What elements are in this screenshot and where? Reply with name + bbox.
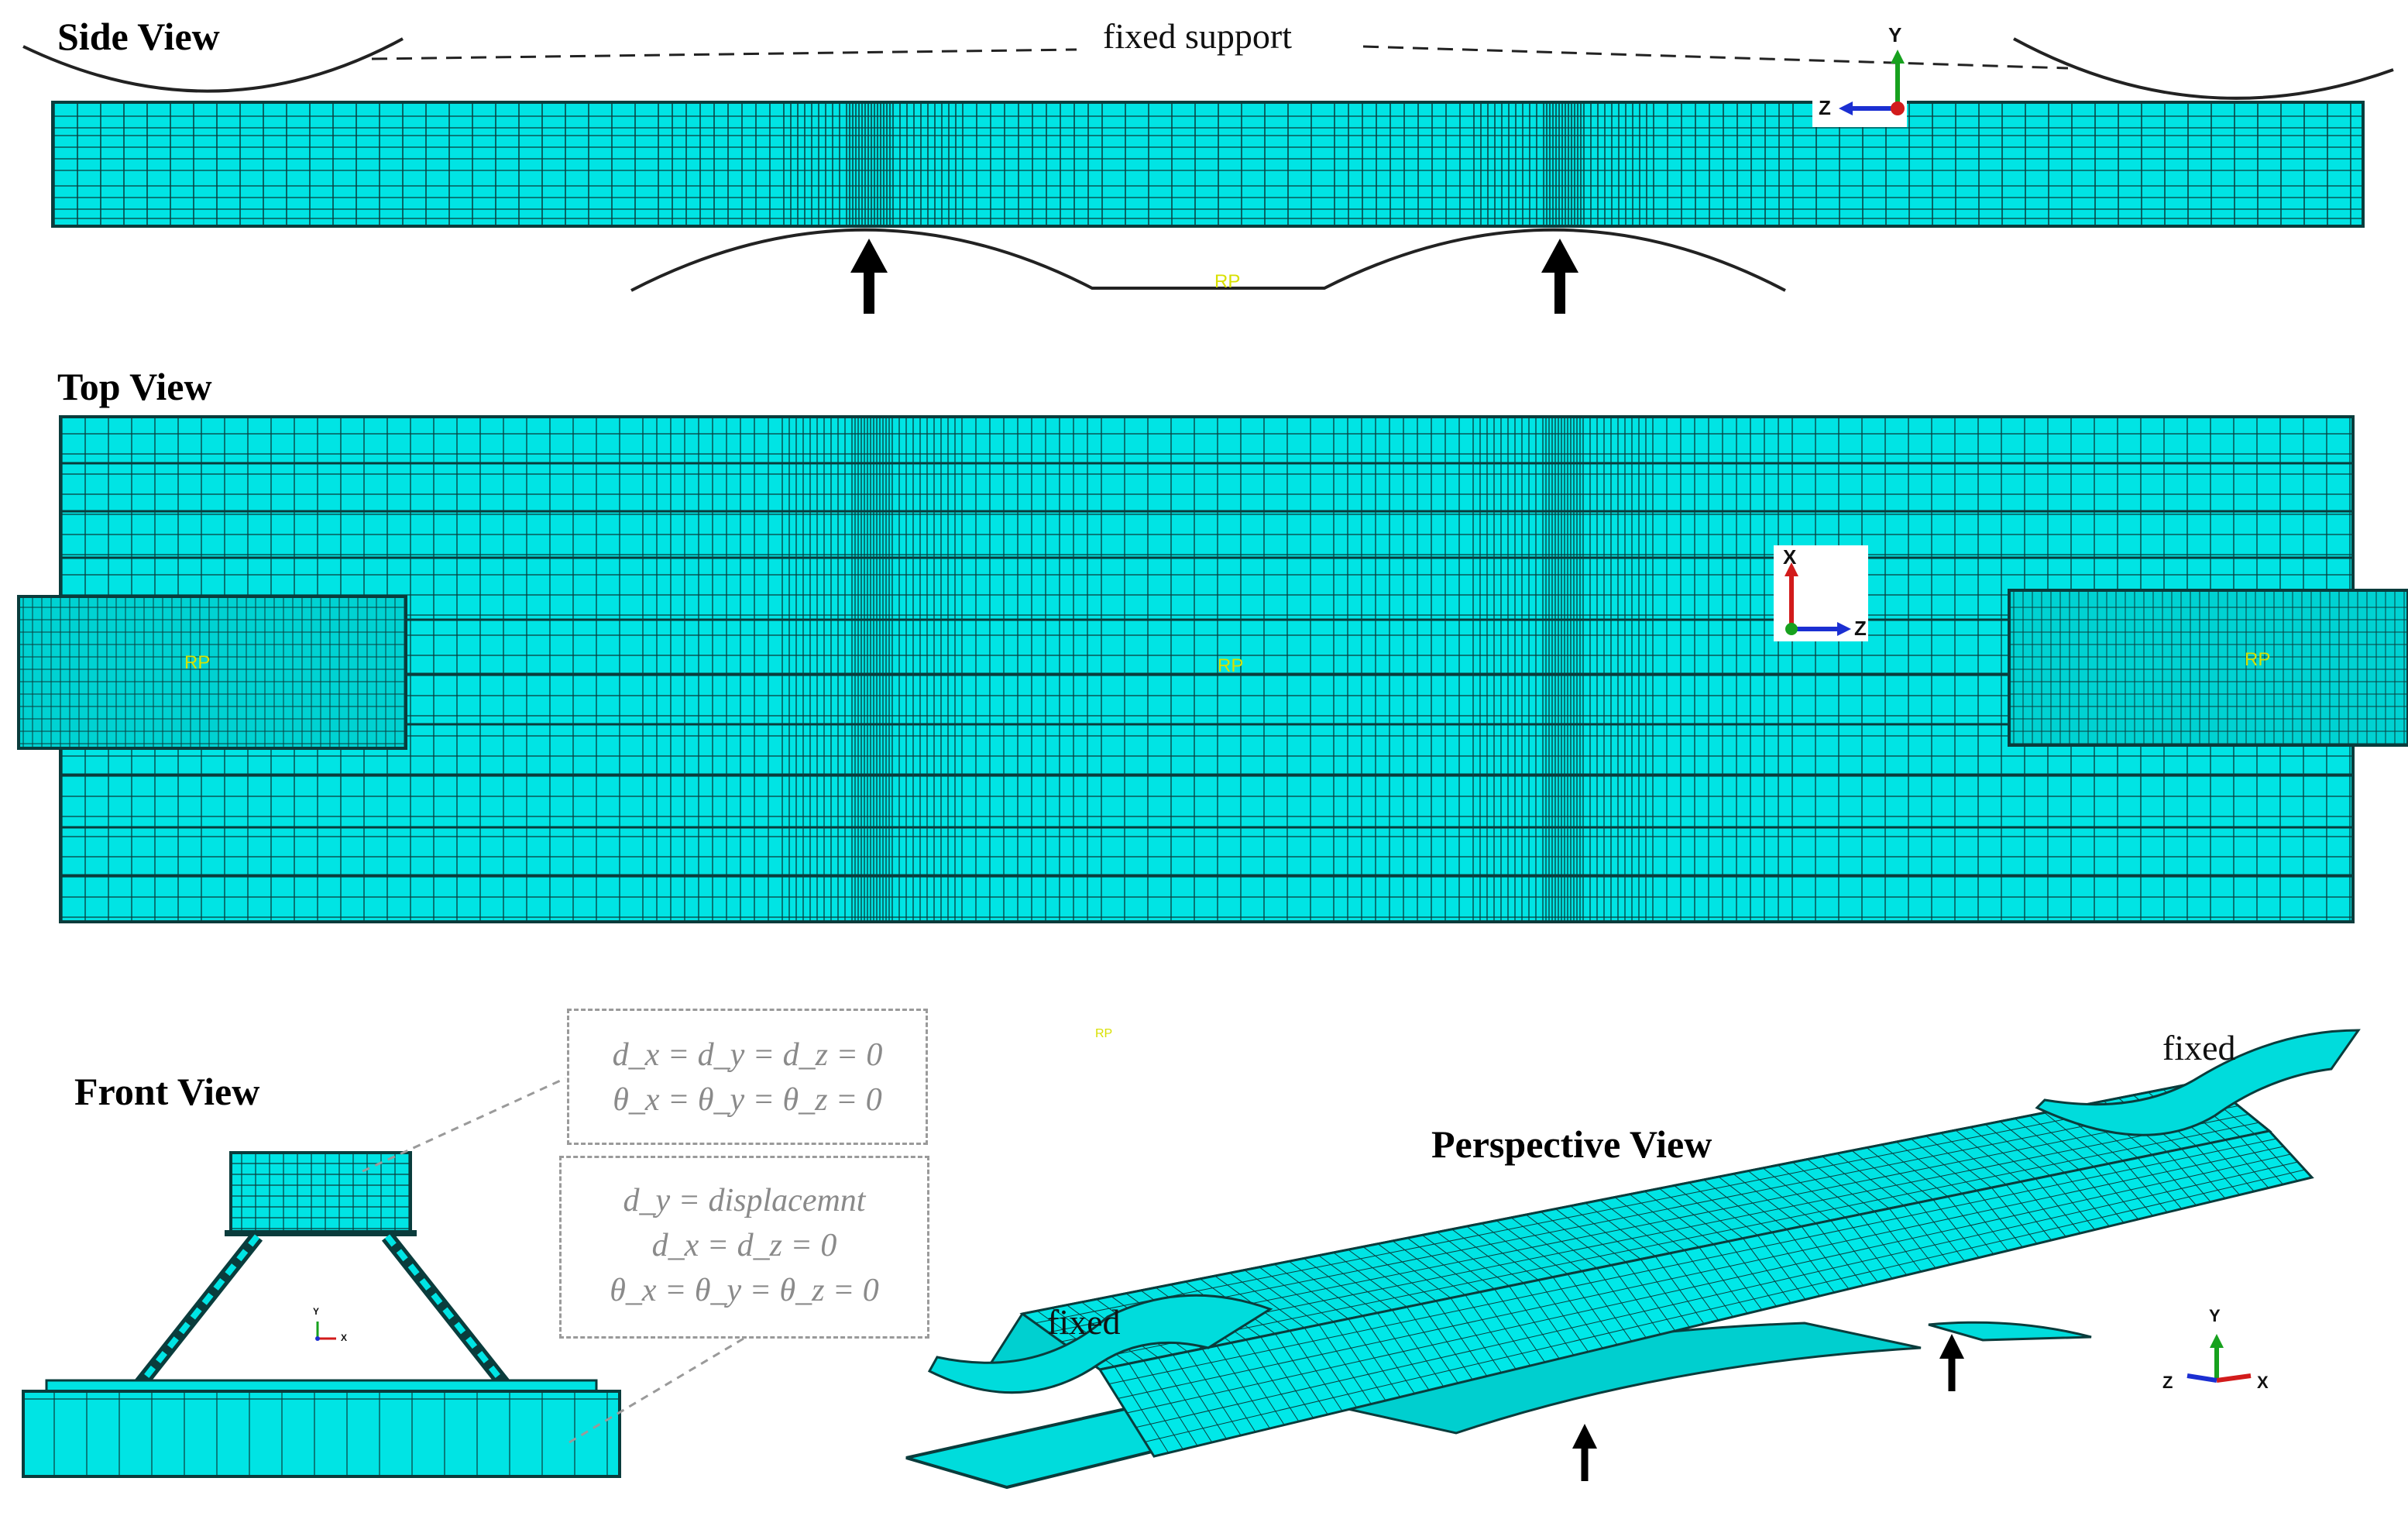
front-bottom-bc-line-3: θ_x = θ_y = θ_z = 0	[610, 1273, 879, 1308]
side-support-dash-left	[371, 48, 1077, 60]
front-top-bc-line-2: θ_x = θ_y = θ_z = 0	[613, 1082, 882, 1118]
persp-load-arrow-left	[1572, 1424, 1597, 1481]
mesh-line	[1060, 1105, 2239, 1342]
persp-axis-y-label: Y	[2209, 1306, 2221, 1325]
persp-fixed-sheet-left	[927, 1294, 1273, 1394]
rp-marker-top-center: RP	[1218, 655, 1244, 676]
side-beam-mesh	[53, 104, 2363, 225]
front-view-title: Front View	[74, 1070, 260, 1113]
top-axis-z-label: Z	[1854, 617, 1867, 640]
top-axis-x-label: X	[1783, 545, 1797, 569]
side-axis-z-label: Z	[1819, 96, 1831, 119]
persp-load-arrow-right	[1939, 1334, 1964, 1391]
side-view-panel	[22, 37, 2394, 314]
persp-fixed-label-right: fixed	[2162, 1028, 2236, 1067]
rp-marker-top-left: RP	[184, 652, 211, 673]
side-beam	[51, 101, 2365, 228]
front-top-bc-line-1: d_x = d_y = d_z = 0	[612, 1037, 883, 1073]
rp-marker-perspective: RP	[1095, 1027, 1113, 1040]
mesh-line	[1073, 1113, 2249, 1352]
side-load-arrow-right	[1541, 239, 1578, 314]
persp-side-plate-right	[1928, 1321, 2092, 1342]
top-axis-triad	[1774, 545, 1868, 641]
top-beam	[59, 415, 2355, 923]
front-bottom-bc-line-2: d_x = d_z = 0	[651, 1228, 837, 1263]
side-view-title: Side View	[57, 15, 220, 58]
front-top-plate-mesh	[231, 1154, 410, 1230]
mesh-line	[1035, 1088, 2218, 1324]
mesh-line	[1048, 1097, 2228, 1333]
front-leader-bottom	[569, 1337, 744, 1444]
front-bottom-flange	[45, 1379, 598, 1393]
top-view-panel	[17, 415, 2408, 923]
front-bottom-bc-box: d_y = displacemnt d_x = d_z = 0 θ_x = θ_…	[559, 1156, 929, 1339]
side-fixed-support-arc-right	[2013, 37, 2394, 100]
front-axis-triad	[315, 1322, 336, 1341]
mesh-line	[1145, 1169, 2305, 1442]
persp-axis-x-label: X	[2257, 1373, 2269, 1392]
mesh-line	[1118, 1146, 2284, 1399]
mesh-line	[1135, 1161, 2298, 1428]
side-support-dash-right	[1362, 45, 2069, 70]
front-top-plate	[229, 1151, 412, 1233]
front-axis-y-label: Y	[313, 1306, 320, 1317]
top-support-pad-mesh	[19, 592, 2408, 747]
mesh-line	[1126, 1153, 2291, 1414]
front-leader-top	[362, 1077, 566, 1173]
side-loading-arc-left	[630, 228, 1786, 292]
front-axis-x-label: X	[341, 1332, 348, 1343]
front-base-mesh	[23, 1393, 620, 1475]
side-load-arrow-left	[850, 239, 888, 314]
persp-axis-z-label: Z	[2162, 1373, 2173, 1392]
front-base-block	[22, 1390, 621, 1478]
rp-marker-top-right: RP	[2245, 649, 2271, 670]
front-top-bc-box: d_x = d_y = d_z = 0 θ_x = θ_y = θ_z = 0	[567, 1009, 928, 1145]
front-view-panel	[22, 1077, 744, 1478]
mesh-line	[1087, 1122, 2259, 1361]
perspective-view-title: Perspective View	[1431, 1122, 1712, 1166]
persp-fixed-label-left: fixed	[1047, 1302, 1121, 1342]
side-fixed-support-arc-left	[22, 37, 404, 93]
top-beam-mesh	[60, 418, 2353, 920]
persp-fixed-sheet-right	[2035, 1029, 2361, 1136]
top-view-title: Top View	[57, 365, 212, 408]
persp-axis-triad	[2186, 1334, 2252, 1383]
side-axis-triad	[1812, 50, 1907, 127]
front-bottom-bc-line-1: d_y = displacemnt	[623, 1183, 866, 1218]
mesh-line	[1108, 1138, 2277, 1385]
fixed-support-label: fixed support	[1103, 16, 1293, 56]
rp-marker-side: RP	[1214, 271, 1241, 292]
top-support-pad-left	[17, 595, 407, 750]
perspective-view-panel	[905, 1029, 2361, 1490]
side-axis-y-label: Y	[1888, 23, 1902, 46]
